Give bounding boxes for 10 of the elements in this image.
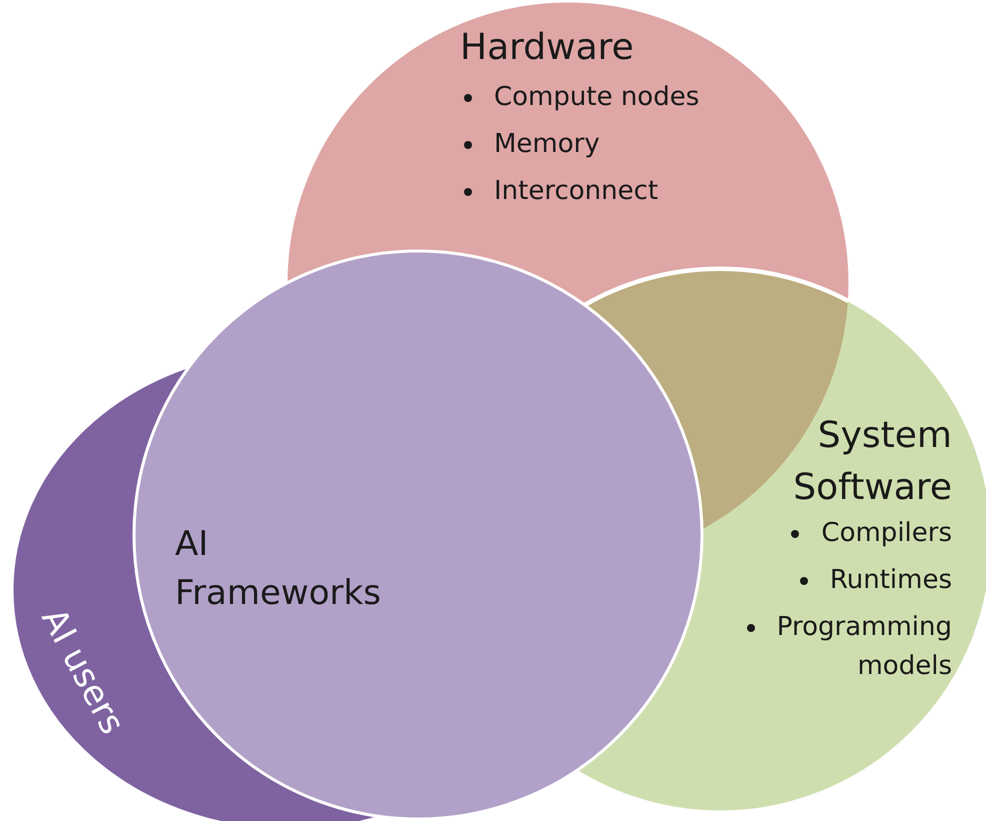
circle-title: AI users: [32, 600, 134, 743]
bullet-item: Memory: [460, 121, 790, 168]
circle-title: Hardware: [460, 26, 635, 70]
circle-title: System Software: [792, 414, 952, 510]
bullet-item: Runtimes: [690, 561, 952, 600]
circle-title: AI Frameworks: [175, 523, 382, 616]
bullet-item: Programming models: [690, 608, 952, 686]
bullet-item: Interconnect: [460, 168, 790, 216]
bullet-item: Compute nodes: [460, 74, 790, 122]
bullet-item: Compilers: [690, 514, 952, 554]
